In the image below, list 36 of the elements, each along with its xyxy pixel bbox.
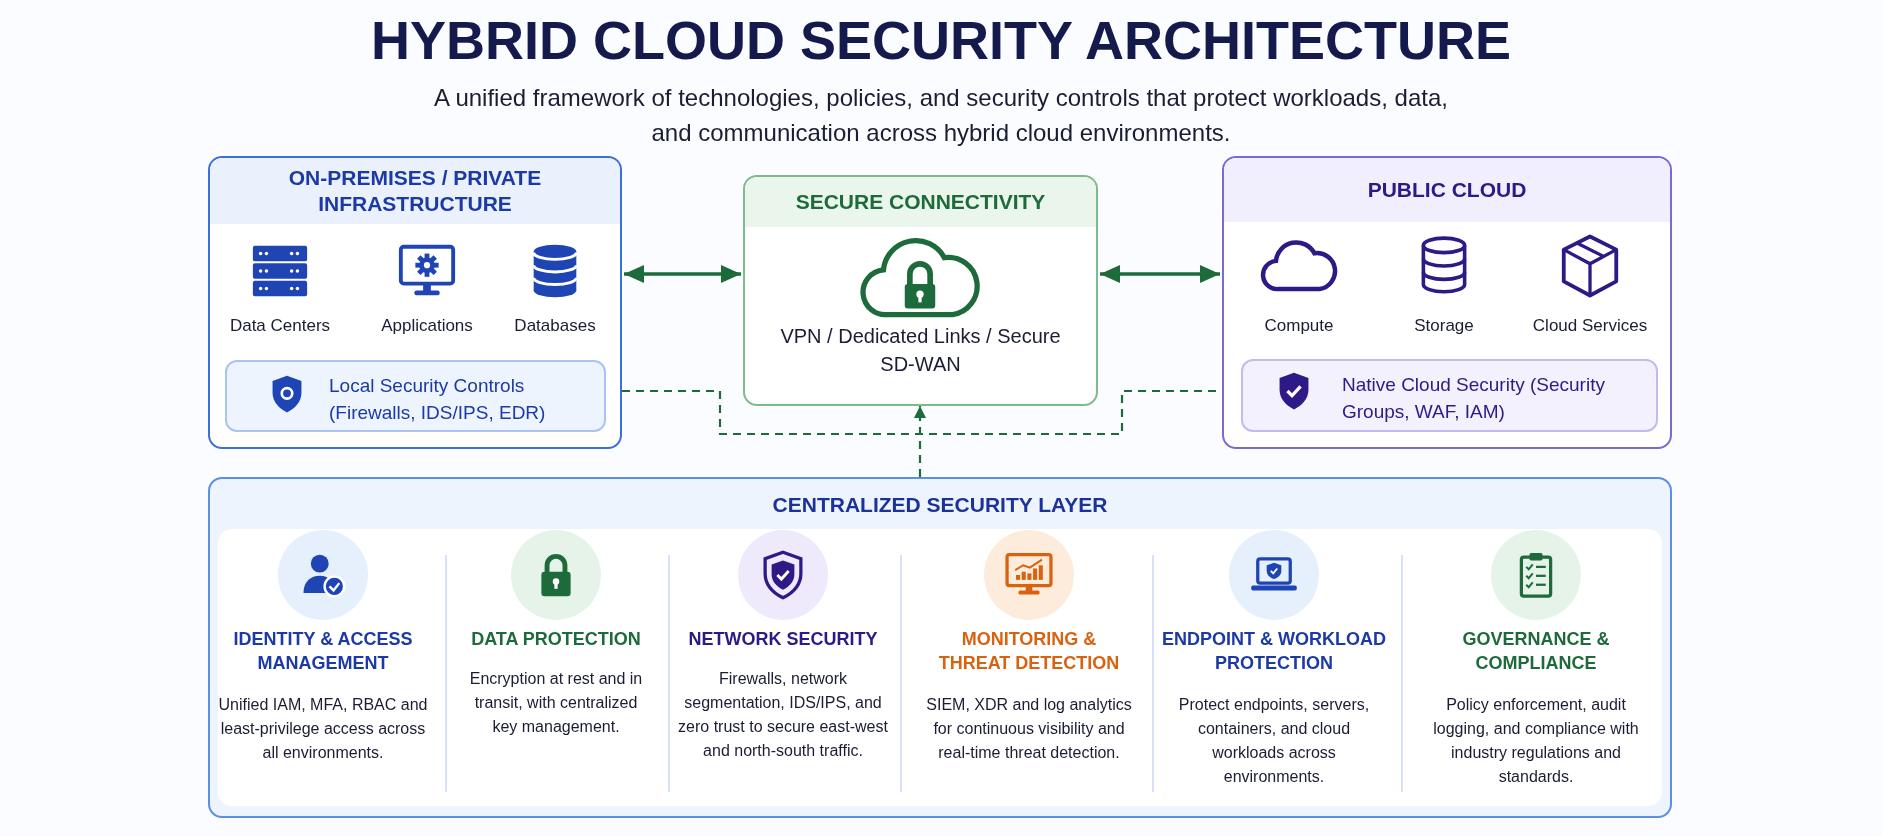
category-heading: GOVERNANCE & COMPLIANCE <box>1461 628 1611 675</box>
icon-caption: Data Centers <box>228 315 332 337</box>
panel-heading: CENTRALIZED SECURITY LAYER <box>771 492 1109 518</box>
public-cloud-panel <box>1222 156 1672 449</box>
category-description: Protect endpoints, servers, containers, and cloud workloads across environments. <box>1177 695 1371 787</box>
panel-heading: SECURE CONNECTIVITY <box>745 177 1096 227</box>
category-heading: MONITORING & THREAT DETECTION <box>937 628 1121 675</box>
category-description: Firewalls, network segmentation, IDS/IPS, and zero trust to secure east-west and north-south traffic. <box>677 669 889 761</box>
infrastructure-panel <box>208 156 622 449</box>
panel-text: VPN / Dedicated Links / Secure SD-WAN <box>779 324 1062 377</box>
category-description: Policy enforcement, audit logging, and compliance with industry regulations and standards. <box>1432 695 1640 787</box>
double-arrow <box>1100 265 1220 283</box>
panel-heading: ON-PREMISES / PRIVATE INFRASTRUCTURE <box>210 158 620 224</box>
security-controls-card <box>225 360 606 432</box>
icon-caption: Cloud Services <box>1531 315 1649 337</box>
connectivity-panel <box>743 175 1098 406</box>
category-heading: NETWORK SECURITY <box>687 628 879 651</box>
subtitle: A unified framework of technologies, policies, and security controls that protect workloads, data, and communication across hybrid cloud environments. <box>433 83 1449 148</box>
security-controls-card <box>1241 359 1658 432</box>
category-heading: DATA PROTECTION <box>470 628 642 651</box>
category-description: Unified IAM, MFA, RBAC and least-privilege access across all environments. <box>217 695 429 763</box>
category-description: Encryption at rest and in transit, with centralized key management. <box>468 669 644 737</box>
diagram-title: HYBRID CLOUD SECURITY ARCHITECTURE <box>369 9 1512 72</box>
category-heading: IDENTITY & ACCESS MANAGEMENT <box>232 628 414 675</box>
card-text: Native Cloud Security (Security Groups, WAF, IAM) <box>1342 373 1606 424</box>
category-heading: ENDPOINT & WORKLOAD PROTECTION <box>1161 628 1387 675</box>
icon-caption: Applications <box>380 315 474 337</box>
double-arrow <box>624 265 741 283</box>
icon-caption: Storage <box>1413 315 1475 337</box>
security-layer-panel <box>208 477 1672 818</box>
icon-caption: Databases <box>513 315 597 337</box>
icon-caption: Compute <box>1263 315 1335 337</box>
card-text: Local Security Controls (Firewalls, IDS/IPS, EDR) <box>329 374 547 425</box>
dashed-connector <box>914 406 926 477</box>
panel-heading: PUBLIC CLOUD <box>1224 158 1670 222</box>
category-description: SIEM, XDR and log analytics for continuous visibility and real-time threat detection. <box>925 695 1133 763</box>
